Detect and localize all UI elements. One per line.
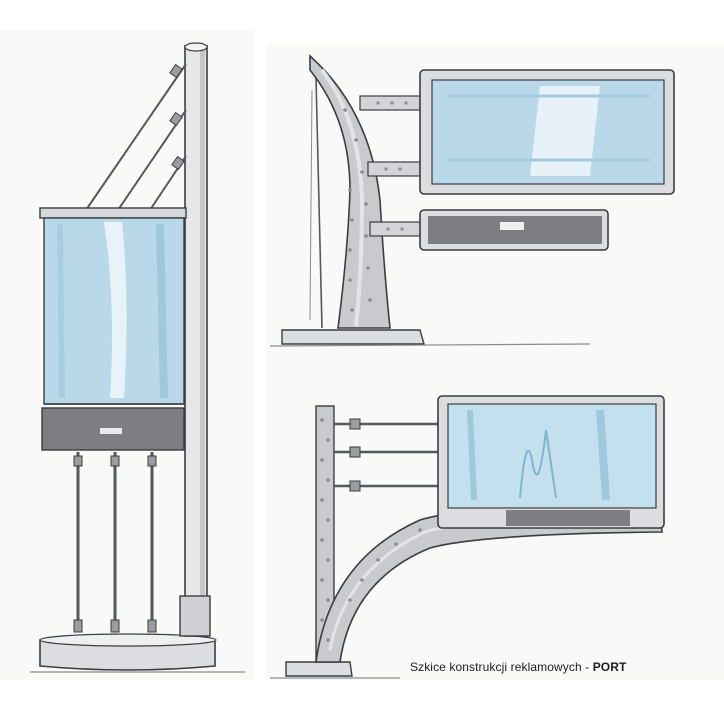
caption-text: Szkice konstrukcji reklamowych - <box>410 660 593 674</box>
caption: Szkice konstrukcji reklamowych - PORT <box>410 660 626 674</box>
caption-brand: PORT <box>592 660 627 674</box>
pylon-sign-sketch <box>30 42 245 673</box>
